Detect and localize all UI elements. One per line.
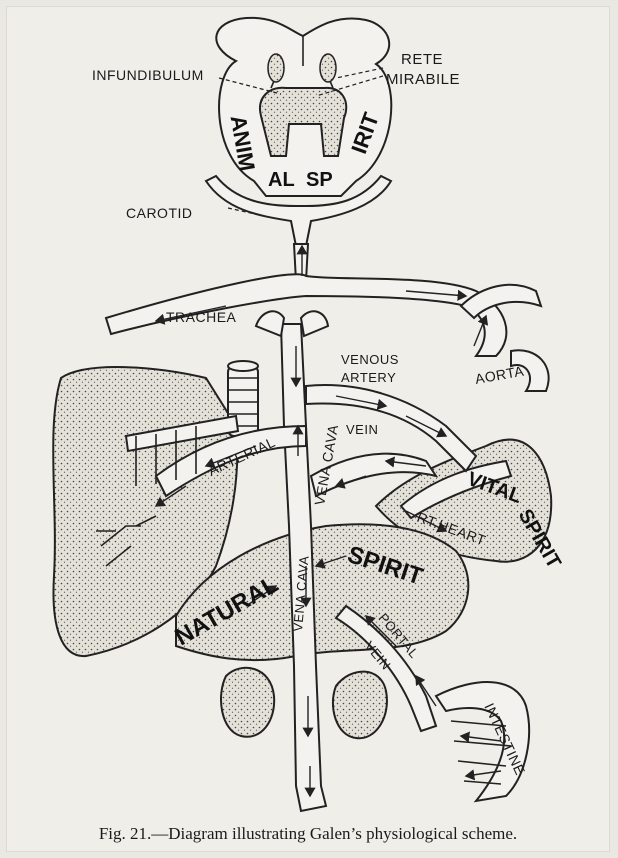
kidney-right xyxy=(333,672,387,739)
label-aorta: AORTA xyxy=(474,363,526,387)
label-vein: VEIN xyxy=(346,422,378,437)
label-rete: RETE xyxy=(401,51,443,68)
galen-diagram: INFUNDIBULUM RETE MIRABILE ANIM AL SP IR… xyxy=(6,6,610,852)
figure-page: INFUNDIBULUM RETE MIRABILE ANIM AL SP IR… xyxy=(6,6,610,852)
figure-caption: Fig. 21.—Diagram illustrating Galen’s ph… xyxy=(6,824,610,844)
label-carotid: CAROTID xyxy=(126,205,193,221)
kidney-left xyxy=(221,668,274,737)
label-mirabile: MIRABILE xyxy=(386,71,460,88)
label-trachea: TRACHEA xyxy=(166,309,237,325)
label-infundibulum: INFUNDIBULUM xyxy=(92,67,204,83)
label-animal-3: SP xyxy=(306,169,333,191)
label-venous: VENOUS xyxy=(341,352,399,367)
label-animal-2: AL xyxy=(268,169,295,191)
label-artery: ARTERY xyxy=(341,370,396,385)
